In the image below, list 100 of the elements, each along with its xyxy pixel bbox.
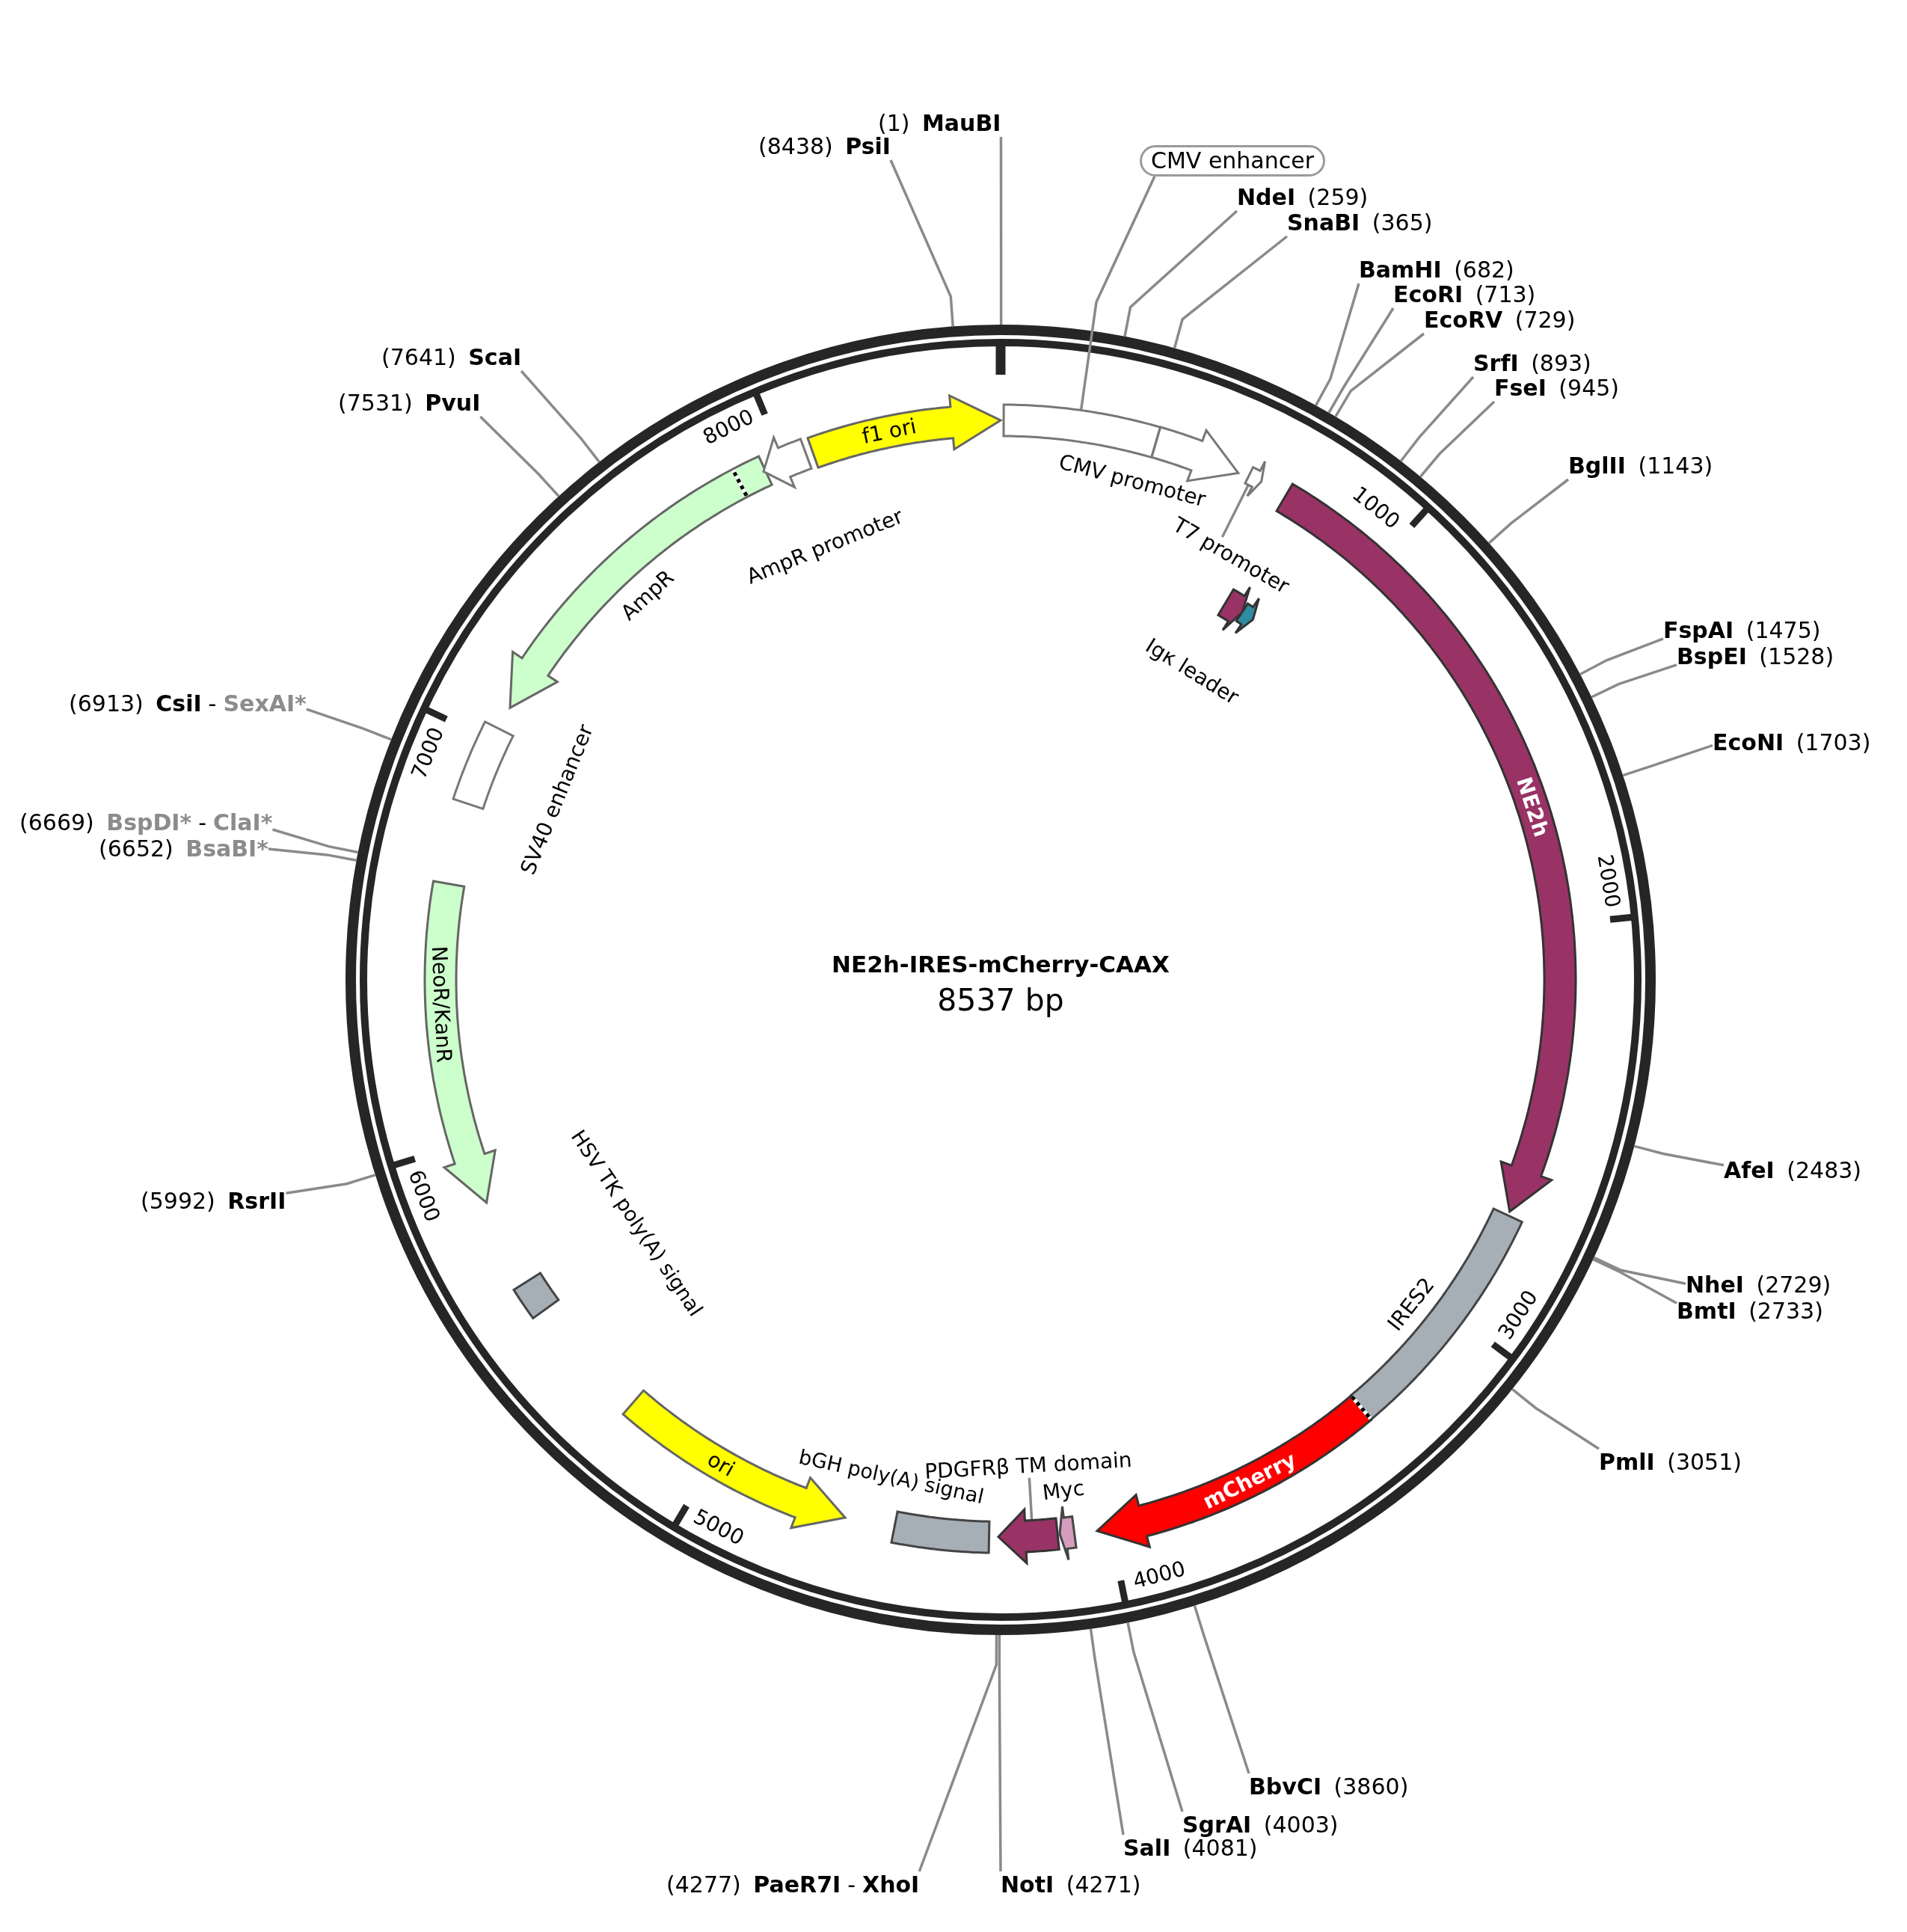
enzyme-name: BbvCI	[1249, 1773, 1322, 1800]
leader-line	[1220, 484, 1250, 538]
leader-line	[306, 708, 392, 741]
leader-line	[1622, 743, 1713, 777]
enzyme-name: BspDI*	[106, 809, 192, 836]
leader-line	[1399, 375, 1475, 462]
cut-position: (2729)	[1756, 1272, 1831, 1298]
enzyme-name: XhoI	[862, 1871, 920, 1898]
enzyme-name: BglII	[1568, 453, 1626, 479]
plasmid-size: 8537 bp	[937, 983, 1064, 1019]
leader-line	[999, 137, 1003, 325]
enzyme-name: NheI	[1686, 1272, 1744, 1298]
callout-label: CMV enhancer	[1140, 145, 1326, 177]
cut-position: (7531)	[338, 390, 413, 417]
leader-line	[1028, 1477, 1034, 1521]
feature-label: CMV promoter	[1056, 450, 1209, 512]
enzyme-name: BmtI	[1677, 1298, 1736, 1325]
cut-position: (6652)	[99, 835, 173, 862]
feature-label: Myc	[1041, 1476, 1086, 1506]
enzyme-name: NotI	[1001, 1871, 1054, 1898]
enzyme-name: BamHI	[1359, 257, 1442, 283]
leader-line	[1193, 1605, 1250, 1774]
plasmid-name: NE2h-IRES-mCherry-CAAX	[832, 951, 1170, 979]
leader-line	[1593, 1256, 1686, 1285]
enzyme-name: PaeR7I	[753, 1871, 841, 1898]
cut-position: (3860)	[1333, 1773, 1409, 1800]
leader-line	[1419, 400, 1496, 478]
leader-line	[1089, 1628, 1125, 1836]
enzyme-name: CsiI	[156, 690, 202, 717]
cut-position: (713)	[1475, 281, 1536, 308]
leader-line	[1314, 283, 1360, 406]
enzyme-name: SalI	[1123, 1835, 1171, 1862]
enzyme-name: PmlI	[1599, 1449, 1655, 1476]
enzyme-name: PvuI	[425, 390, 481, 417]
cut-position: (893)	[1531, 350, 1591, 377]
cut-position: (2483)	[1787, 1157, 1862, 1184]
leader-line	[268, 847, 357, 862]
enzyme-name: BsaBI*	[185, 835, 268, 862]
leader-line	[1487, 478, 1570, 545]
name-separator: -	[847, 1871, 856, 1898]
feature-label: ori	[703, 1447, 739, 1482]
cut-position: (5992)	[141, 1188, 215, 1215]
cut-position: (1528)	[1759, 643, 1834, 670]
tick-label: 8000	[699, 405, 757, 449]
enzyme-name: AfeI	[1724, 1157, 1775, 1184]
enzyme-name: SnaBI	[1287, 209, 1360, 236]
leader-line	[889, 159, 954, 327]
leader-line	[271, 828, 359, 854]
enzyme-name: SrfI	[1473, 350, 1519, 377]
tick-label: 4000	[1130, 1558, 1188, 1592]
cut-position: (945)	[1559, 375, 1620, 402]
leader-line	[286, 1174, 376, 1195]
feature-label: NeoR/KanR	[426, 945, 456, 1064]
leader-line	[1126, 1622, 1184, 1812]
cut-position: (729)	[1514, 307, 1576, 334]
leader-line	[1079, 176, 1156, 411]
cut-position: (2733)	[1748, 1298, 1823, 1325]
leader-line	[1511, 1387, 1600, 1450]
enzyme-name: EcoRI	[1393, 281, 1464, 308]
leader-line	[1633, 1144, 1725, 1167]
enzyme-name: SexAI*	[223, 690, 307, 717]
tick-label: 2000	[1594, 853, 1624, 910]
name-separator: -	[198, 809, 207, 836]
cut-position: (365)	[1372, 209, 1433, 236]
tick-label: 7000	[408, 724, 448, 782]
leader-line	[479, 415, 560, 497]
cut-position: (6669)	[19, 809, 94, 836]
leader-line	[1334, 332, 1425, 417]
leader-line	[1592, 1258, 1677, 1304]
enzyme-name: BspEI	[1677, 643, 1747, 670]
cut-position: (7641)	[381, 344, 456, 371]
cut-position: (1703)	[1796, 729, 1871, 756]
leader-line	[918, 1634, 998, 1872]
enzyme-name: RsrII	[227, 1188, 286, 1215]
leader-line	[998, 1635, 1002, 1871]
cut-position: (3051)	[1667, 1449, 1742, 1476]
cut-position: (8438)	[758, 133, 833, 160]
enzyme-name: ClaI*	[213, 809, 273, 836]
enzyme-name: FspAI	[1663, 617, 1734, 644]
cut-position: (4271)	[1066, 1871, 1141, 1898]
cut-position: (1143)	[1638, 453, 1713, 479]
feature-label: NE2h	[1511, 773, 1554, 840]
enzyme-name: EcoNI	[1713, 729, 1784, 756]
enzyme-name: ScaI	[468, 344, 522, 371]
cut-position: (682)	[1454, 257, 1514, 283]
cut-position: (259)	[1307, 184, 1369, 211]
name-separator: -	[208, 690, 217, 717]
feature-label: f1 ori	[859, 414, 918, 450]
cut-position: (6913)	[69, 690, 144, 717]
leader-line	[1327, 307, 1395, 414]
enzyme-name: NdeI	[1237, 184, 1296, 211]
enzyme-name: SgrAI	[1182, 1812, 1252, 1839]
tick-label: 6000	[404, 1168, 443, 1225]
enzyme-name: MauBI	[922, 110, 1001, 137]
leader-line	[1123, 209, 1238, 337]
leader-line	[1579, 637, 1664, 675]
leader-line	[1173, 235, 1289, 349]
cut-position: (4277)	[666, 1871, 741, 1898]
cut-position: (4003)	[1263, 1812, 1339, 1839]
enzyme-name: FseI	[1494, 375, 1547, 402]
